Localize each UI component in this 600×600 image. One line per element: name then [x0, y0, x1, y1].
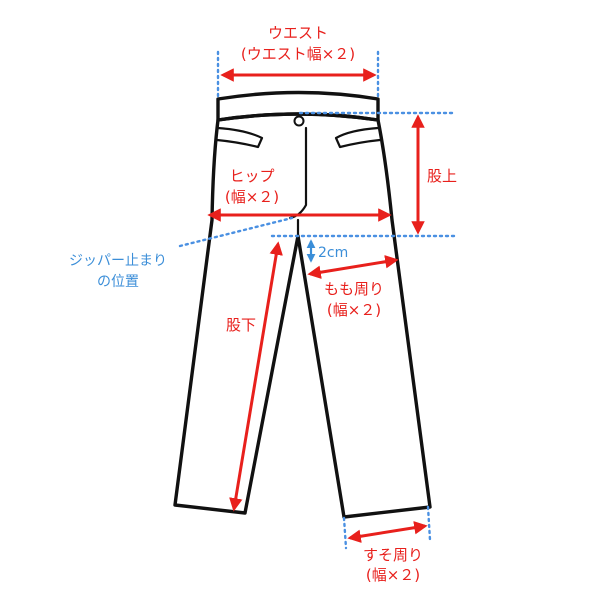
hem-guide-right	[426, 505, 432, 542]
right-pocket	[334, 126, 382, 149]
offset-label: 2cm	[318, 245, 348, 261]
zipper-stop-label: ジッパー止まり	[69, 253, 167, 269]
pants-outline	[173, 90, 432, 519]
hip-label: ヒップ	[229, 167, 274, 185]
hip-sublabel: (幅×２)	[225, 188, 279, 206]
hem-arrow	[347, 521, 428, 543]
waist-sublabel: (ウエスト幅×２)	[241, 45, 355, 63]
pants-body	[173, 112, 432, 519]
zipper-pointer-line	[178, 216, 294, 248]
waist-button	[293, 115, 305, 127]
thigh-label: もも周り	[324, 280, 384, 298]
rise-label: 股上	[427, 167, 457, 185]
hem-sublabel: (幅×２)	[366, 566, 420, 584]
inseam-arrow	[229, 241, 283, 512]
thigh-sublabel: (幅×２)	[327, 301, 381, 319]
zipper-stop-label-2: の位置	[97, 274, 139, 290]
inseam-label: 股下	[226, 316, 256, 334]
hem-guide-left	[342, 516, 348, 550]
guide-lines	[178, 50, 457, 550]
waist-label: ウエスト	[268, 24, 328, 42]
labels: ウエスト (ウエスト幅×２) ヒップ (幅×２) 股上 股下 もも周り (幅×２…	[69, 24, 457, 584]
hem-label: すそ周り	[363, 546, 423, 564]
fly-seam	[288, 126, 308, 220]
thigh-arrow	[307, 255, 399, 279]
left-pocket	[215, 126, 264, 149]
measure-arrows	[207, 68, 428, 543]
